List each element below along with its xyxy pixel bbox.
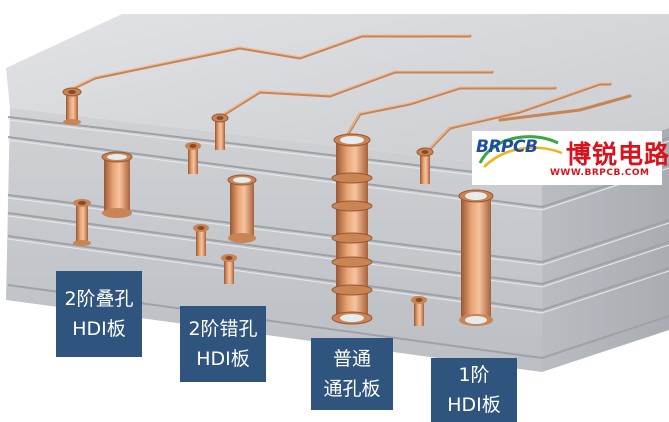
logo-url: WWW.BRPCB.COM	[550, 168, 650, 178]
label-through-hole-board: 普通 通孔板	[311, 338, 393, 410]
logo-brand-text: BRPCB	[476, 137, 538, 157]
logo-swoosh-icon	[478, 135, 563, 168]
label-first-level-hdi: 1阶 HDI板	[431, 358, 517, 422]
through-hole-pads	[331, 172, 373, 325]
label-stacked-via-hdi: 2阶叠孔 HDI板	[56, 271, 142, 357]
trace-1	[68, 34, 472, 92]
brand-logo: BRPCB 博锐电路 WWW.BRPCB.COM	[472, 131, 669, 185]
stacked-via	[62, 87, 133, 246]
trace-5	[498, 94, 632, 122]
label-staggered-line1: 2阶错孔	[188, 318, 258, 340]
board-right-face	[542, 128, 669, 372]
label-through-line2: 通孔板	[323, 378, 381, 400]
logo-company-name: 博锐电路	[566, 140, 669, 169]
copper-traces	[68, 34, 632, 156]
trace-4	[423, 82, 612, 156]
label-first-line1: 1阶	[458, 364, 490, 386]
label-staggered-line2: HDI板	[196, 348, 250, 370]
through-hole-via	[331, 133, 373, 325]
label-staggered-via-hdi: 2阶错孔 HDI板	[180, 306, 266, 382]
label-through-line1: 普通	[332, 348, 371, 370]
copper-traces-shine	[69, 34, 611, 154]
label-first-line2: HDI板	[447, 394, 501, 416]
label-stacked-line1: 2阶叠孔	[64, 288, 134, 310]
label-stacked-line2: HDI板	[72, 318, 126, 340]
trace-3	[346, 86, 557, 136]
staggered-via	[185, 113, 257, 284]
trace-2	[218, 70, 494, 119]
first-level-via	[411, 147, 494, 326]
